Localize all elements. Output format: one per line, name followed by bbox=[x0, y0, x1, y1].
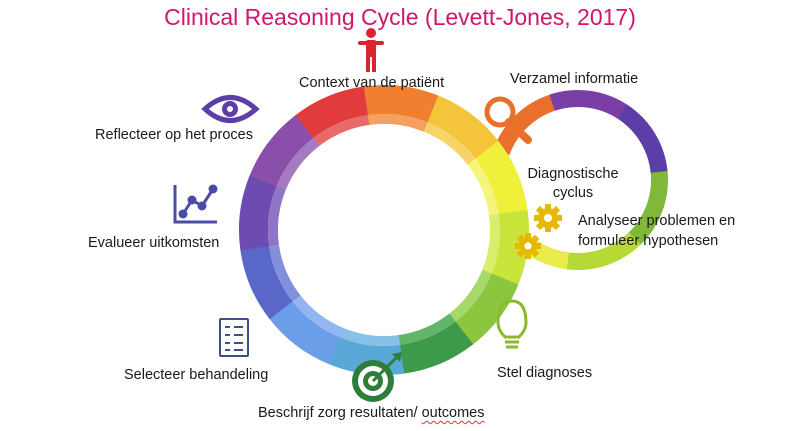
main-ring-segment bbox=[240, 245, 293, 320]
diagnostic-ring-segment bbox=[549, 89, 628, 120]
main-ring-inner-segment bbox=[448, 269, 492, 323]
main-ring-inner-segment bbox=[397, 313, 456, 346]
step-diagnose-label: Stel diagnoses bbox=[497, 365, 593, 381]
main-ring-inner-segment bbox=[339, 327, 401, 346]
target-icon bbox=[352, 352, 402, 402]
main-ring-segment bbox=[399, 321, 474, 374]
step-analyse-label-line1: Analyseer problemen en bbox=[578, 213, 736, 229]
step-reflect-label: Reflecteer op het proces bbox=[95, 127, 253, 143]
main-ring-inner-segment bbox=[467, 158, 500, 217]
main-ring-inner-segment bbox=[481, 213, 500, 275]
main-ring-segment bbox=[268, 300, 341, 365]
main-ring-segment bbox=[475, 140, 528, 215]
step-evaluate-label: Evalueer uitkomsten bbox=[88, 235, 220, 251]
lightbulb-icon bbox=[496, 299, 528, 349]
sub-cycle-label-line1: Diagnostische bbox=[527, 166, 619, 182]
magnifier-icon bbox=[484, 96, 532, 144]
main-ring-inner-segment bbox=[367, 114, 429, 133]
diagram-title: Clinical Reasoning Cycle (Levett-Jones, … bbox=[164, 4, 636, 30]
eye-icon bbox=[201, 95, 260, 123]
gear-shape bbox=[534, 204, 562, 232]
main-ring-segment bbox=[363, 85, 440, 123]
step-select-label: Selecteer behandeling bbox=[124, 367, 269, 383]
step-describe-label: Beschrijf zorg resultaten/ outcomes bbox=[258, 404, 484, 422]
main-ring-segment bbox=[239, 174, 277, 251]
step-describe-prefix: Beschrijf zorg resultaten/ bbox=[258, 405, 422, 421]
diagnostic-ring-segment bbox=[566, 232, 641, 270]
main-ring-inner-segment bbox=[291, 294, 345, 338]
main-ring-inner-segment bbox=[276, 137, 320, 191]
diagnostic-ring-segment bbox=[628, 171, 668, 245]
person-icon bbox=[358, 28, 384, 72]
main-ring-segment bbox=[427, 95, 500, 160]
step-describe-suffix: outcomes bbox=[421, 405, 485, 421]
diagnostic-ring-segment bbox=[617, 104, 668, 174]
checklist-icon bbox=[219, 318, 249, 357]
main-ring-segment bbox=[294, 86, 369, 139]
step-context-label: Context van de patiënt bbox=[299, 75, 445, 91]
main-ring-inner-segment bbox=[423, 122, 477, 166]
main-ring-inner-segment bbox=[268, 243, 301, 302]
main-ring-segment bbox=[491, 209, 529, 286]
main-ring-inner-segment bbox=[312, 114, 371, 147]
chart-icon bbox=[173, 184, 218, 224]
step-analyse-label-line2: formuleer hypothesen bbox=[578, 233, 719, 249]
gears-icon bbox=[515, 204, 562, 259]
clinical-reasoning-ring bbox=[239, 85, 529, 375]
step-collect-label: Verzamel informatie bbox=[510, 71, 639, 87]
gear-shape bbox=[515, 233, 541, 259]
main-ring-inner-segment bbox=[268, 185, 287, 247]
diagnostic-ring-segment bbox=[493, 94, 556, 156]
main-ring-segment bbox=[249, 114, 314, 187]
main-ring-center bbox=[278, 124, 490, 336]
sub-cycle-label-line2: cyclus bbox=[552, 185, 594, 201]
main-ring-segment bbox=[454, 273, 519, 346]
